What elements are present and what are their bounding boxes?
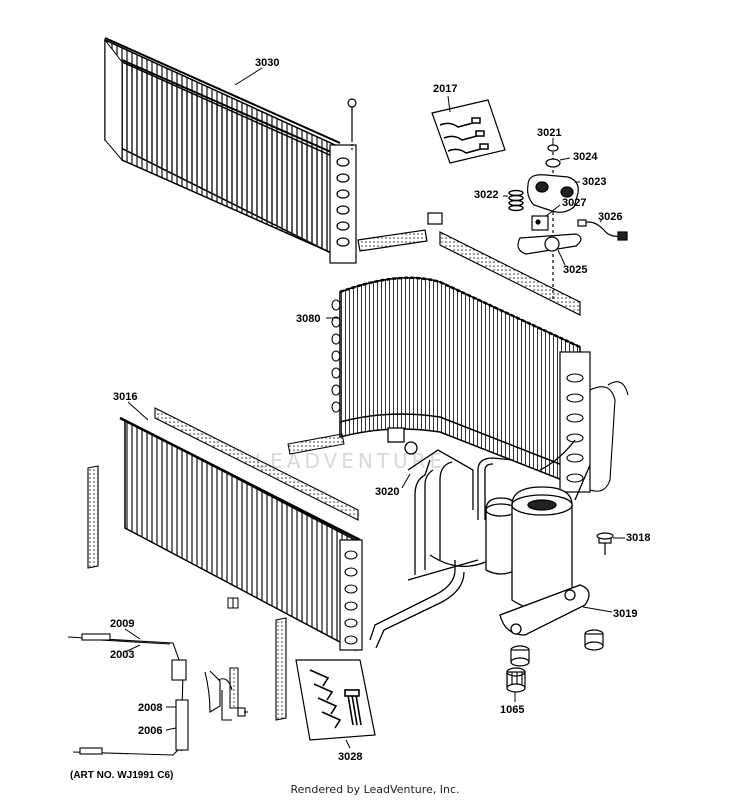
- thermostat-sensor-assembly[interactable]: [67, 633, 248, 756]
- rubber-grommets-1065[interactable]: [506, 629, 604, 693]
- refrigerant-piping: [369, 427, 591, 649]
- label-2017: 2017: [433, 83, 457, 95]
- rendered-by-footer: Rendered by LeadVenture, Inc.: [290, 783, 460, 796]
- label-3019: 3019: [613, 608, 637, 620]
- label-3021: 3021: [537, 127, 561, 139]
- foam-strip: [87, 465, 99, 569]
- label-3018: 3018: [626, 532, 650, 544]
- condenser-coil-3016[interactable]: [119, 416, 363, 652]
- sensor-bracket: [229, 667, 239, 709]
- evaporator-coil-3080[interactable]: [331, 276, 629, 493]
- screw-icon: [347, 98, 357, 150]
- foam-strip: [154, 407, 359, 521]
- reversing-valve-assembly[interactable]: [508, 144, 628, 300]
- label-3016: 3016: [113, 391, 137, 403]
- label-2003: 2003: [110, 649, 134, 661]
- wire-kit-3028[interactable]: [295, 659, 376, 741]
- label-2006: 2006: [138, 725, 162, 737]
- label-3023: 3023: [582, 176, 606, 188]
- foam-strip: [357, 212, 581, 316]
- label-3022: 3022: [474, 189, 498, 201]
- label-1065: 1065: [500, 704, 524, 716]
- compressor-3019[interactable]: [485, 486, 590, 636]
- label-3080: 3080: [296, 313, 320, 325]
- foam-block: [287, 433, 345, 455]
- label-3028: 3028: [338, 751, 362, 763]
- watermark-text: LEADVENTURE: [255, 449, 446, 473]
- label-3020: 3020: [375, 486, 399, 498]
- art-number: (ART NO. WJ1991 C6): [70, 770, 174, 781]
- label-3024: 3024: [573, 151, 598, 163]
- label-2009: 2009: [110, 618, 134, 630]
- condenser-coil-3030[interactable]: [104, 37, 357, 264]
- wire-harness-kit-2017[interactable]: [431, 99, 506, 164]
- label-3025: 3025: [563, 264, 587, 276]
- foam-strip: [275, 617, 287, 721]
- label-3026: 3026: [598, 211, 622, 223]
- bolt-3018-icon: [596, 532, 614, 555]
- label-3027: 3027: [562, 197, 586, 209]
- label-2008: 2008: [138, 702, 162, 714]
- label-3030: 3030: [255, 57, 279, 69]
